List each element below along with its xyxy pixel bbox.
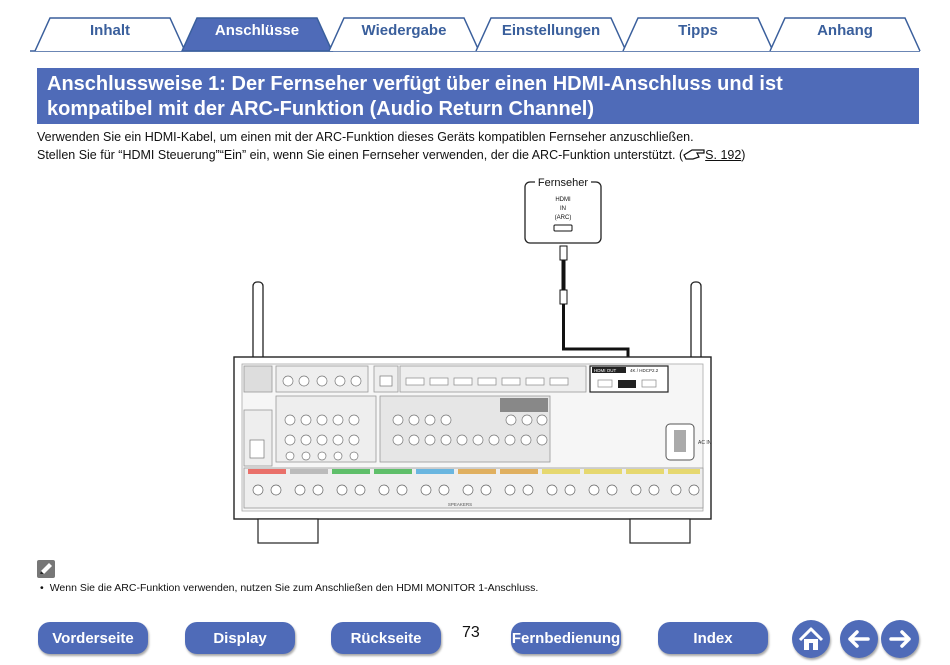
note-item: • Wenn Sie die ARC-Funktion verwenden, nu… — [40, 582, 538, 594]
tv-port-label-1: HDMI — [555, 197, 571, 203]
hdmi-spec-label: 4K / HDCP2.2 — [630, 368, 659, 373]
tv-port-label-3: (ARC) — [555, 215, 572, 221]
note-bullet: • — [40, 582, 44, 594]
forward-button[interactable] — [881, 620, 919, 658]
nav-index-button[interactable]: Index — [658, 622, 768, 654]
tv-label: Fernseher — [538, 177, 588, 189]
tab-bar: Inhalt Anschlüsse Wiedergabe Einstellung… — [0, 0, 950, 56]
nav-vorderseite-button[interactable]: Vorderseite — [38, 622, 148, 654]
receiver-hdmi-monitor-port — [618, 380, 636, 388]
speakers-label: SPEAKERS — [448, 502, 472, 507]
tv-hdmi-port — [553, 224, 573, 232]
tab-inhalt[interactable]: Inhalt — [90, 22, 130, 39]
tv-device: Fernseher HDMI IN (ARC) — [524, 176, 602, 244]
page-number: 73 — [462, 624, 480, 641]
page-title-line-2: kompatibel mit der ARC-Funktion (Audio R… — [47, 98, 595, 120]
reference-hand-icon — [683, 149, 705, 160]
home-button[interactable] — [792, 620, 830, 658]
body-paragraph-2: Stellen Sie für “HDMI Steuerung”“Ein” ei… — [37, 147, 745, 163]
page-title: Anschlussweise 1: Der Fernseher verfügt … — [37, 68, 919, 124]
back-button[interactable] — [840, 620, 878, 658]
tab-tipps[interactable]: Tipps — [678, 22, 718, 39]
tab-shapes — [30, 17, 921, 52]
body-paragraph-2-close: ) — [741, 148, 746, 162]
tab-anhang[interactable]: Anhang — [817, 22, 873, 39]
pencil-note-icon — [37, 560, 55, 578]
page-title-line-1: Anschlussweise 1: Der Fernseher verfügt … — [47, 73, 783, 95]
nav-display-button[interactable]: Display — [185, 622, 295, 654]
note-text: Wenn Sie die ARC-Funktion verwenden, nut… — [49, 582, 539, 594]
tab-einstellungen[interactable]: Einstellungen — [501, 22, 601, 39]
arrow-left-icon — [848, 630, 870, 648]
receiver-rear-panel: HDMI OUT 4K / HDCP2.2 — [233, 356, 712, 544]
nav-fernbedienung-button[interactable]: Fernbedienung — [511, 622, 621, 654]
body-paragraph-1: Verwenden Sie ein HDMI-Kabel, um einen m… — [37, 130, 694, 144]
body-paragraph-2-text: Stellen Sie für “HDMI Steuerung”“Ein” ei… — [37, 148, 684, 162]
nav-rueckseite-button[interactable]: Rückseite — [331, 622, 441, 654]
tab-wiedergabe[interactable]: Wiedergabe — [361, 22, 447, 39]
home-icon — [798, 627, 824, 650]
tv-port-label-2: IN — [560, 206, 566, 212]
tab-anschluesse[interactable]: Anschlüsse — [214, 22, 300, 39]
ac-in-label: AC IN — [698, 440, 712, 446]
page-reference-link[interactable]: S. 192 — [705, 148, 742, 162]
hdmi-out-label: HDMI OUT — [594, 368, 616, 373]
arrow-right-icon — [889, 630, 911, 648]
